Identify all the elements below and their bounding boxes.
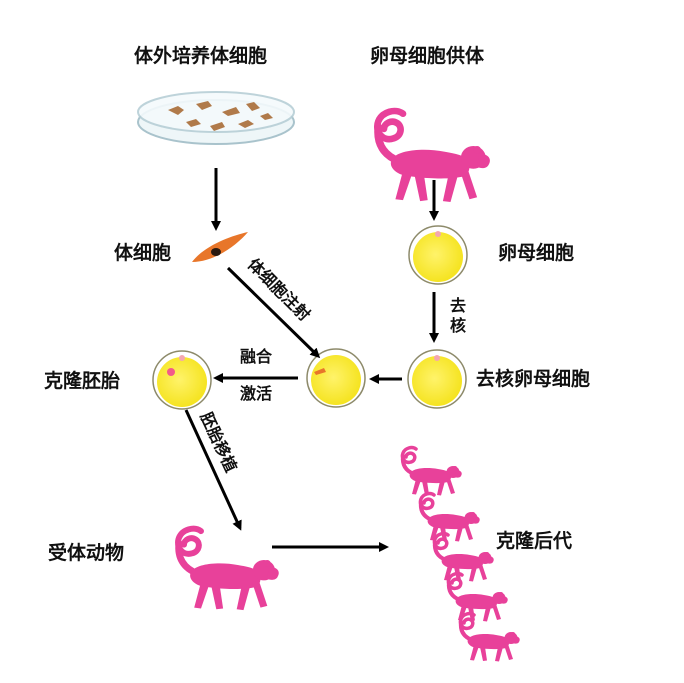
offspring-monkeys-icon <box>400 445 522 664</box>
label-offspring: 克隆后代 <box>496 530 573 552</box>
injected-oocyte-icon <box>306 348 366 408</box>
label-recipient: 受体动物 <box>48 542 125 564</box>
enucleated-oocyte-icon <box>407 349 467 409</box>
arrow-icon <box>226 266 321 359</box>
label-cloned-embryo: 克隆胚胎 <box>44 370 121 392</box>
label-enucleated-oocyte: 去核卵母细胞 <box>476 368 591 390</box>
label-oocyte: 卵母细胞 <box>498 242 575 264</box>
cloned-embryo-icon <box>152 350 212 410</box>
label-enucleate-step: 去核 <box>450 296 467 335</box>
recipient-monkey-icon <box>178 529 279 610</box>
label-oocyte-donor: 卵母细胞供体 <box>370 45 485 67</box>
arrows <box>184 168 439 552</box>
arrow-icon <box>184 409 242 531</box>
petri-dish-icon <box>137 91 295 145</box>
label-fusion: 融合 <box>240 347 273 366</box>
somatic-cell-icon <box>192 232 248 262</box>
oocyte-cell-icon <box>408 225 468 285</box>
label-somatic-culture: 体外培养体细胞 <box>134 45 268 67</box>
label-activation: 激活 <box>240 384 273 403</box>
label-somatic-cell: 体细胞 <box>114 242 172 264</box>
